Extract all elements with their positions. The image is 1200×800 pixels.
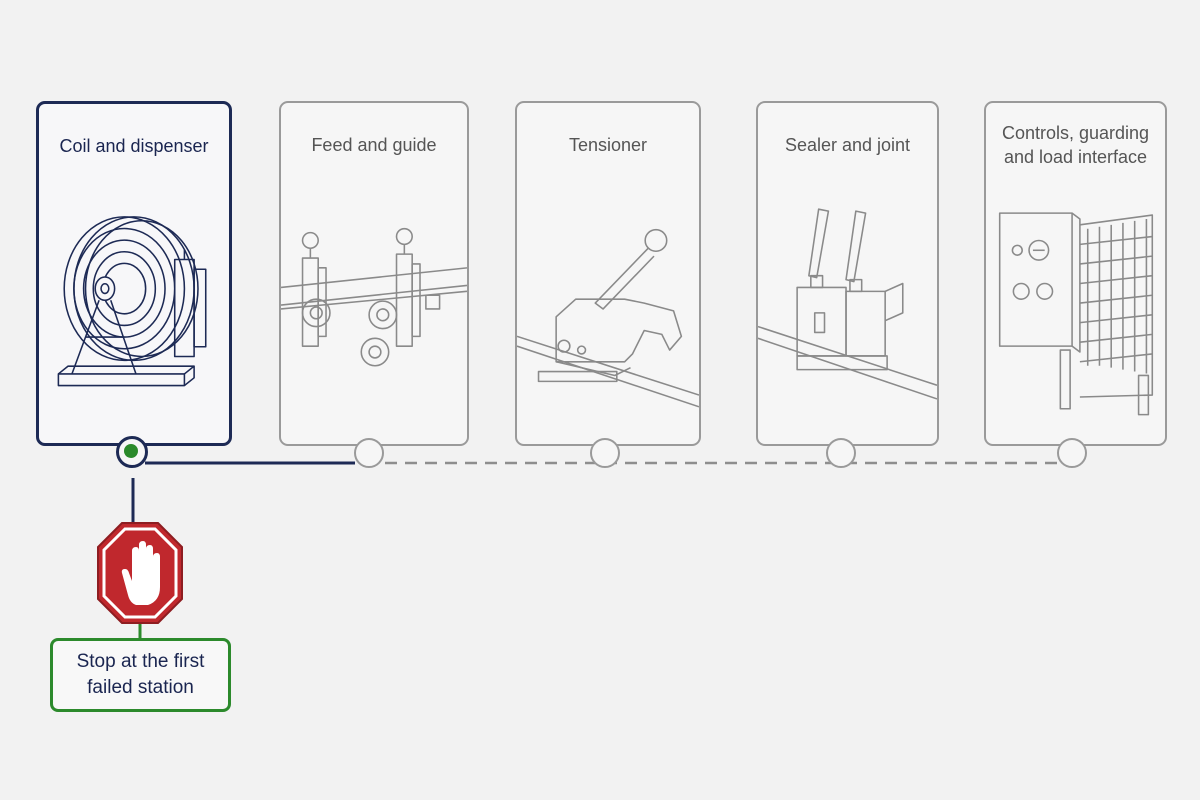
sealer-joint-icon [758,187,937,427]
feed-guide-rollers-icon [281,187,467,427]
station-title: Feed and guide [311,135,437,155]
timeline-node-current[interactable] [116,436,148,468]
control-panel-guard-icon [986,187,1165,427]
station-title: Controls, guarding and load interface [1001,123,1150,167]
timeline-node[interactable] [1057,438,1087,468]
stop-hand-icon [96,521,184,625]
timeline-node[interactable] [590,438,620,468]
station-card-coil-dispenser[interactable]: Coil and dispenser [36,101,232,446]
timeline-node[interactable] [826,438,856,468]
station-card-sealer-joint[interactable]: Sealer and joint [756,101,939,446]
coil-dispenser-icon [39,188,229,428]
tensioner-icon [517,187,699,427]
station-card-controls-guarding[interactable]: Controls, guarding and load interface [984,101,1167,446]
station-title: Sealer and joint [784,135,911,155]
station-card-feed-guide[interactable]: Feed and guide [279,101,469,446]
station-card-tensioner[interactable]: Tensioner [515,101,701,446]
station-title: Coil and dispenser [59,136,209,156]
stop-instruction: Stop at the first failed station [50,638,231,712]
timeline-node[interactable] [354,438,384,468]
station-title: Tensioner [568,135,648,155]
